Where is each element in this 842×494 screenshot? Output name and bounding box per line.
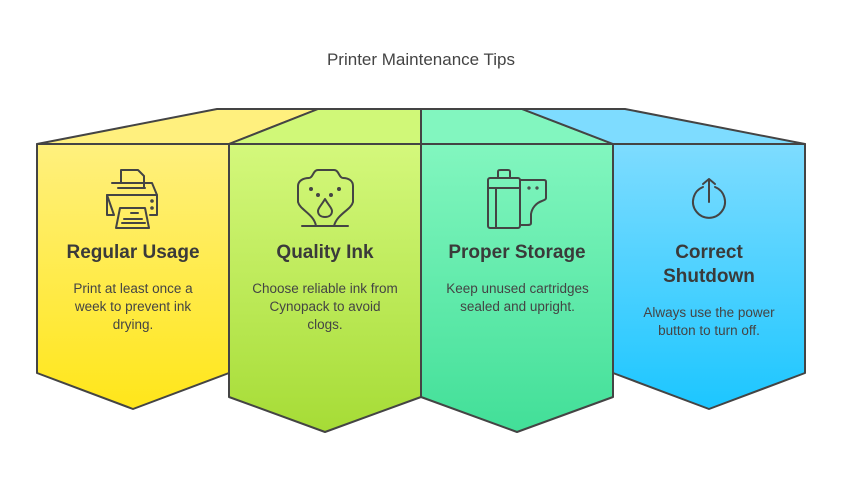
panel-2-heading: Quality Ink	[276, 242, 374, 263]
panel-1-description: Print at least once a week to prevent in…	[73, 281, 193, 332]
panel-4	[612, 143, 806, 410]
panel-4-heading: Correct Shutdown	[663, 242, 755, 287]
printer-icon	[106, 169, 158, 229]
panel-3-heading: Proper Storage	[448, 242, 586, 263]
panel-1	[36, 143, 230, 410]
panel-1-heading: Regular Usage	[66, 242, 200, 263]
diagram-title: Printer Maintenance Tips	[326, 50, 516, 69]
panel-3	[420, 143, 614, 433]
panel-4-description: Always use the power button to turn off.	[643, 305, 775, 338]
panel-2-description: Choose reliable ink from Cynopack to avo…	[252, 281, 398, 332]
cartridge-icon	[487, 169, 547, 229]
panel-2	[228, 143, 422, 433]
power-icon	[692, 178, 726, 219]
panel-3-description: Keep unused cartridges sealed and uprigh…	[446, 281, 589, 314]
ink-drop-icon	[297, 169, 354, 227]
